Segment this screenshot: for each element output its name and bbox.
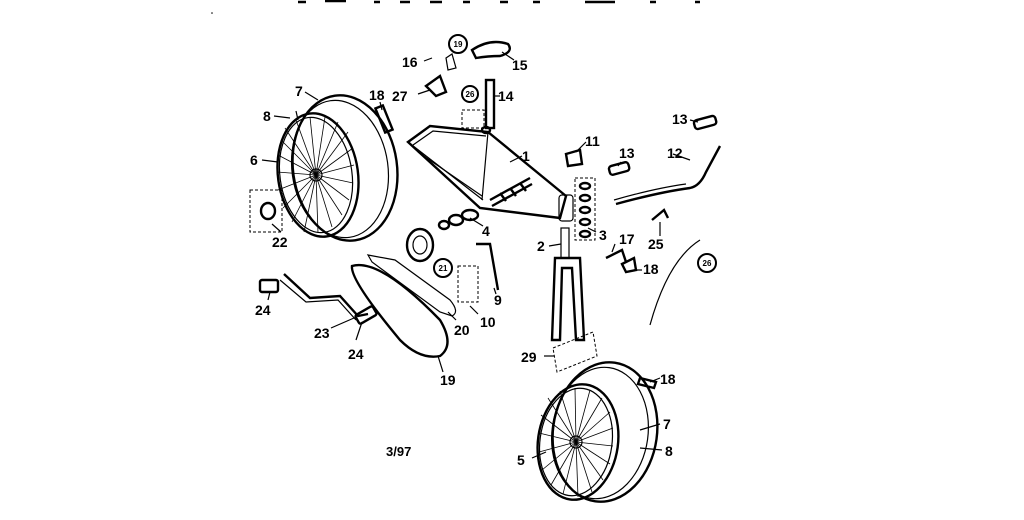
- front-fork: [550, 227, 598, 373]
- label-7-rear: 7: [295, 83, 303, 99]
- front-wheel-spokes: [538, 387, 614, 498]
- label-18-mid: 18: [643, 261, 659, 277]
- callout-19-text: 19: [454, 40, 463, 49]
- label-13-left: 13: [619, 145, 635, 161]
- callout-26-top: 26: [461, 85, 479, 103]
- callout-26-top-text: 26: [466, 90, 475, 99]
- label-27: 27: [392, 88, 408, 104]
- label-8-front: 8: [665, 443, 673, 459]
- callout-26-right-text: 26: [703, 259, 712, 268]
- front-rim: [536, 383, 620, 501]
- rear-tire-outer: [291, 94, 399, 242]
- rear-wheel-assembly: [276, 94, 399, 242]
- headset-parts: [574, 177, 596, 241]
- label-15: 15: [512, 57, 528, 73]
- label-18-bottom: 18: [660, 371, 676, 387]
- bicycle-frame: [406, 124, 574, 222]
- label-3: 3: [599, 227, 607, 243]
- label-24-left: 24: [255, 302, 271, 318]
- chain-and-guard: [350, 254, 457, 358]
- label-23: 23: [314, 325, 330, 341]
- handlebar-parts: [564, 114, 722, 390]
- seat-parts: [373, 40, 511, 135]
- label-25: 25: [648, 236, 664, 252]
- label-5: 5: [517, 452, 525, 468]
- top-cropped-marks: [211, 0, 700, 14]
- label-7-front: 7: [663, 416, 671, 432]
- label-12: 12: [667, 145, 683, 161]
- label-4: 4: [482, 223, 490, 239]
- label-16: 16: [402, 54, 418, 70]
- part-labels: 7 8 6 18 27 16 15 14 1 11 13 13 12 3 4 2…: [250, 54, 688, 468]
- label-20: 20: [454, 322, 470, 338]
- callout-26-right: 26: [697, 253, 717, 273]
- chainwheel-crank: [249, 189, 435, 325]
- callout-21-text: 21: [439, 264, 448, 273]
- label-19: 19: [440, 372, 456, 388]
- label-22: 22: [272, 234, 288, 250]
- rear-wheel-spokes: [276, 116, 355, 234]
- label-1: 1: [522, 148, 530, 164]
- callout-21: 21: [433, 258, 453, 278]
- bottom-bracket-bearings: [437, 176, 533, 231]
- front-wheel-assembly: [536, 361, 659, 503]
- callout-19: 19: [448, 34, 468, 54]
- label-6: 6: [250, 152, 258, 168]
- rear-rim: [276, 112, 360, 238]
- label-29: 29: [521, 349, 537, 365]
- label-24-right: 24: [348, 346, 364, 362]
- label-9: 9: [494, 292, 502, 308]
- label-11: 11: [585, 133, 600, 149]
- label-13-right: 13: [672, 111, 688, 127]
- label-17: 17: [619, 231, 635, 247]
- label-18-top: 18: [369, 87, 385, 103]
- kickstand: [457, 242, 500, 303]
- label-2: 2: [537, 238, 545, 254]
- label-10: 10: [480, 314, 496, 330]
- label-14: 14: [498, 88, 514, 104]
- label-8-rear: 8: [263, 108, 271, 124]
- leader-lines: [261, 51, 699, 459]
- date-code: 3/97: [386, 444, 411, 459]
